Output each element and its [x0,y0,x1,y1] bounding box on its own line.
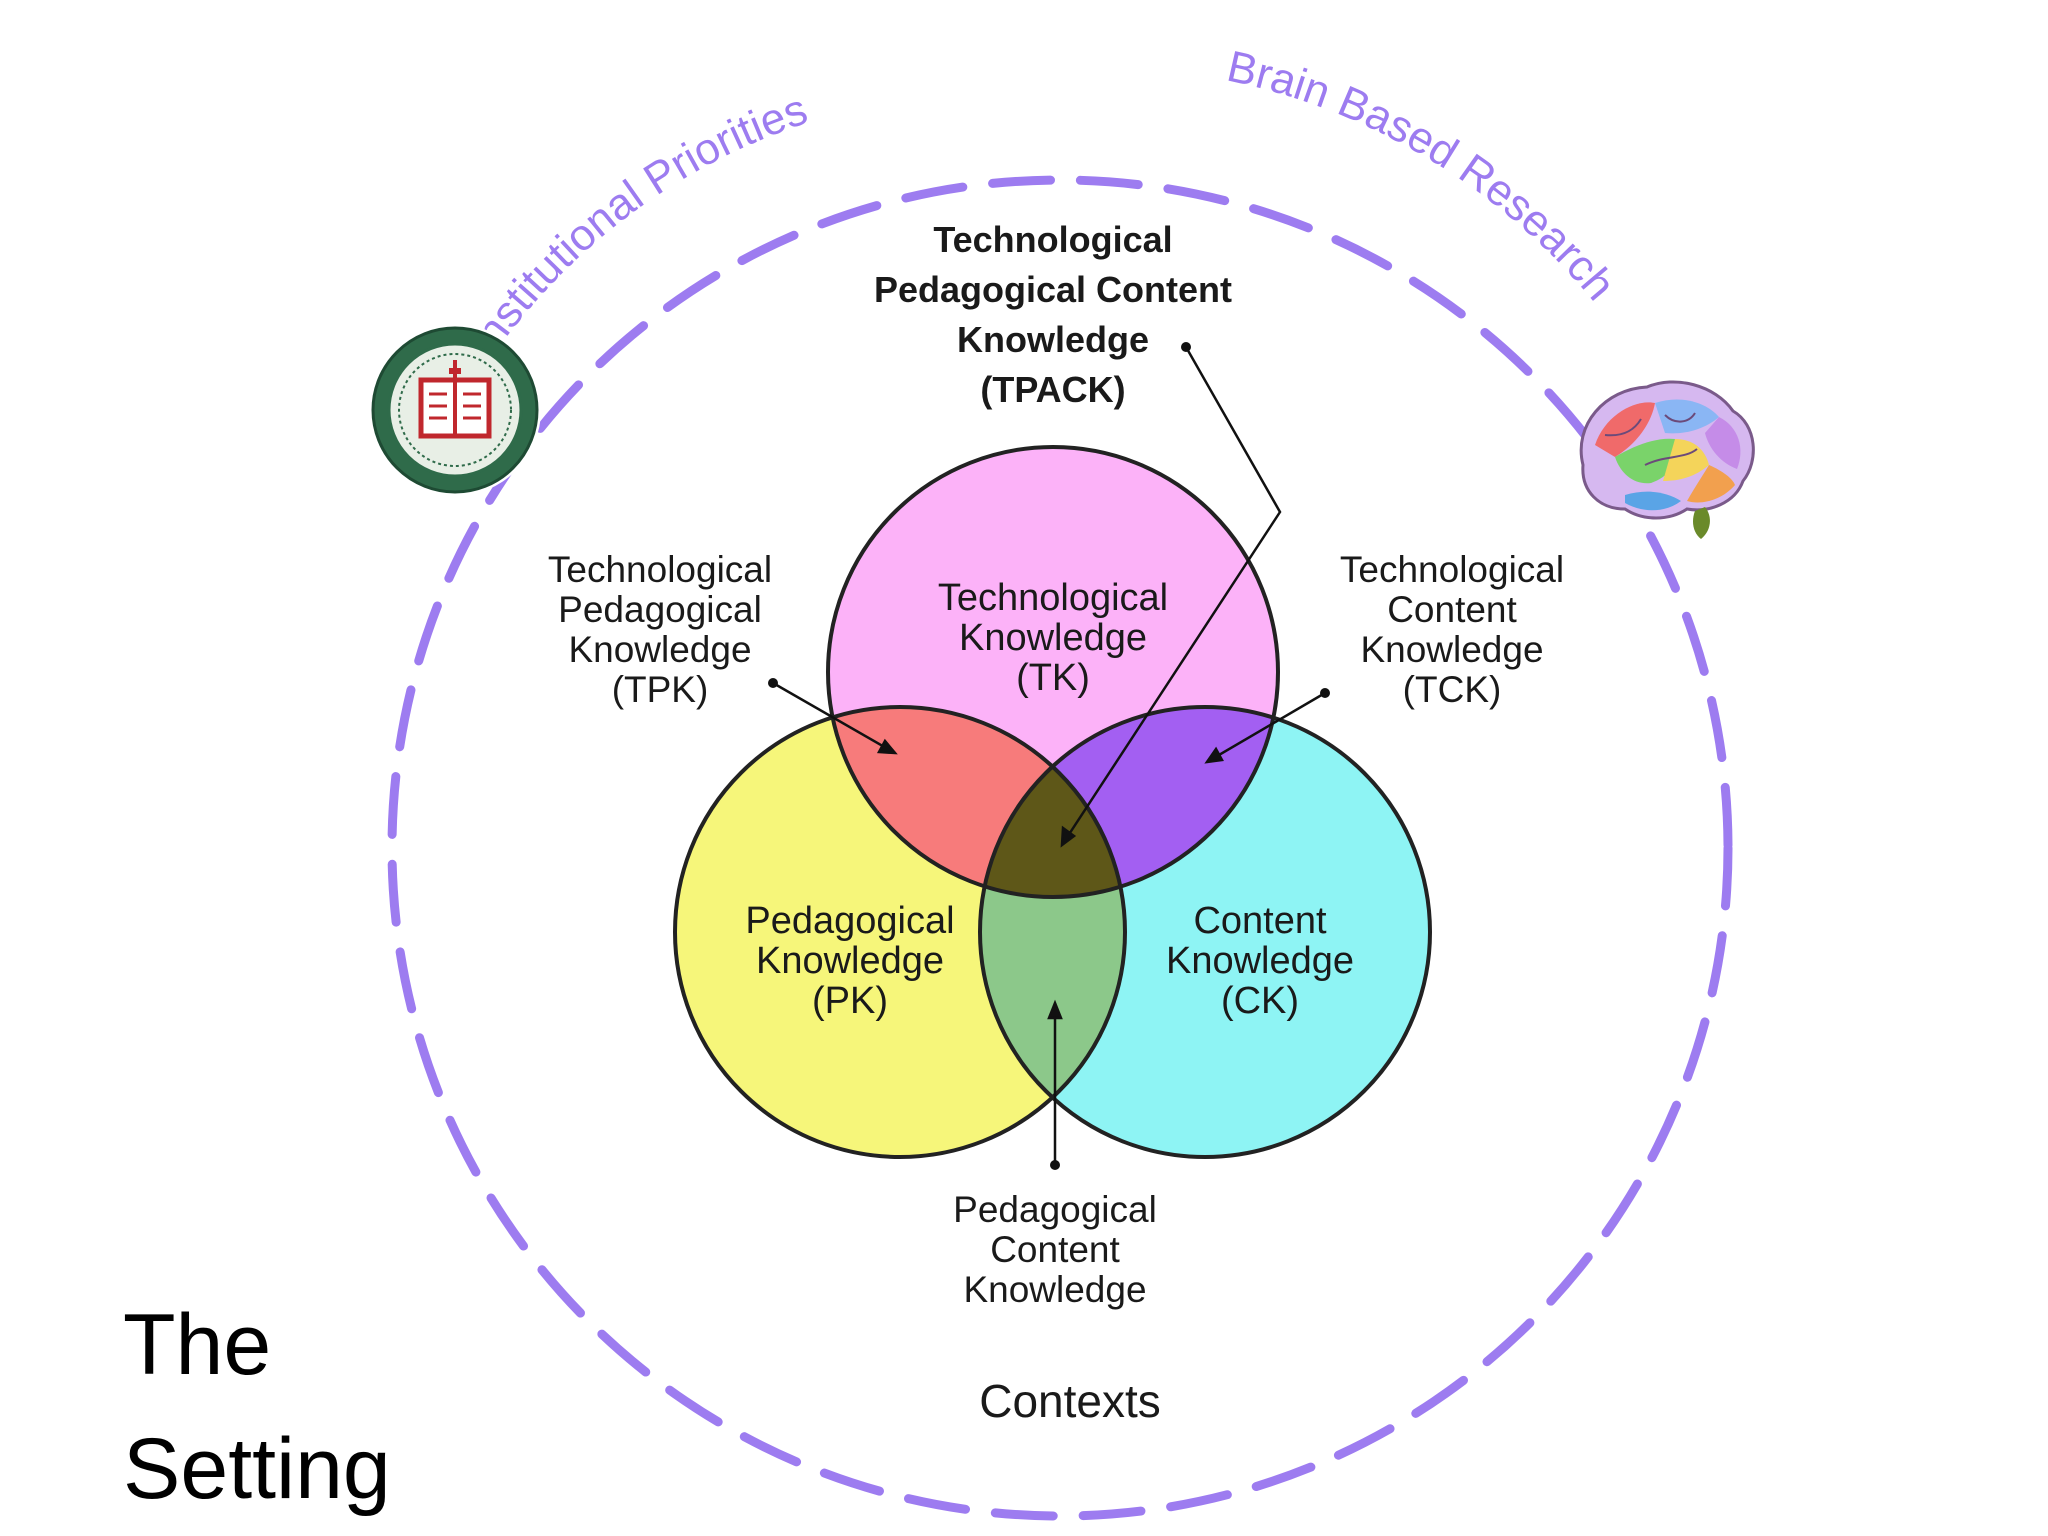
slide-title-line1: The [123,1297,272,1393]
tck-leader-arrow [1204,746,1224,764]
svg-text:Technological: Technological [1340,549,1564,590]
tk-label: Technological Knowledge (TK) [938,577,1168,699]
svg-text:Knowledge: Knowledge [957,319,1149,360]
ck-outline [978,705,1432,1159]
svg-text:(TK): (TK) [1016,657,1090,699]
svg-text:(TCK): (TCK) [1403,669,1502,710]
svg-text:(CK): (CK) [1221,980,1299,1022]
brain-based-research-label: Brain Based Research [1223,42,1625,310]
svg-text:Knowledge: Knowledge [1360,629,1543,670]
context-ring [387,175,1733,1521]
tk-outline [826,445,1280,899]
tpack-label: Technological Pedagogical Content Knowle… [874,219,1232,410]
svg-text:Pedagogical: Pedagogical [558,589,762,630]
pck-leader-arrow [1047,999,1063,1020]
svg-text:(TPK): (TPK) [612,669,709,710]
svg-text:Knowledge: Knowledge [756,940,944,982]
svg-text:Pedagogical: Pedagogical [953,1189,1157,1230]
svg-text:(PK): (PK) [812,980,888,1022]
svg-text:Technological: Technological [933,219,1172,260]
svg-text:Pedagogical: Pedagogical [745,900,954,942]
tpk-label: Technological Pedagogical Knowledge (TPK… [548,549,772,710]
university-seal-icon [369,324,541,496]
svg-text:Pedagogical Content: Pedagogical Content [874,269,1232,310]
svg-text:Knowledge: Knowledge [568,629,751,670]
pck-label: Pedagogical Content Knowledge [953,1189,1157,1310]
svg-text:Knowledge: Knowledge [959,617,1147,659]
tpack-center [980,707,1125,897]
svg-text:Knowledge: Knowledge [1166,940,1354,982]
slide-title-line2: Setting [123,1421,391,1517]
ck-label: Content Knowledge (CK) [1166,900,1354,1022]
institutional-priorities-label: Institutional Priorities [458,85,813,366]
svg-text:Technological: Technological [938,577,1168,619]
tpack-leader-line [1060,346,1282,846]
tck-leader-line [1206,691,1326,764]
contexts-label: Contexts [979,1375,1161,1427]
svg-text:Content: Content [1193,900,1327,942]
svg-text:Knowledge: Knowledge [963,1269,1146,1310]
tpk-leader-line [772,681,896,755]
pk-outline [673,705,1127,1159]
svg-text:Technological: Technological [548,549,772,590]
tpk-leader-arrow [876,738,898,755]
tpack-leader-arrow [1060,825,1077,848]
svg-text:Content: Content [990,1229,1120,1270]
slide-title: The Setting [123,1283,391,1531]
svg-text:Content: Content [1387,589,1517,630]
pk-label: Pedagogical Knowledge (PK) [745,900,954,1022]
tck-label: Technological Content Knowledge (TCK) [1340,549,1564,710]
svg-text:(TPACK): (TPACK) [980,369,1125,410]
brain-icon [1579,380,1755,539]
